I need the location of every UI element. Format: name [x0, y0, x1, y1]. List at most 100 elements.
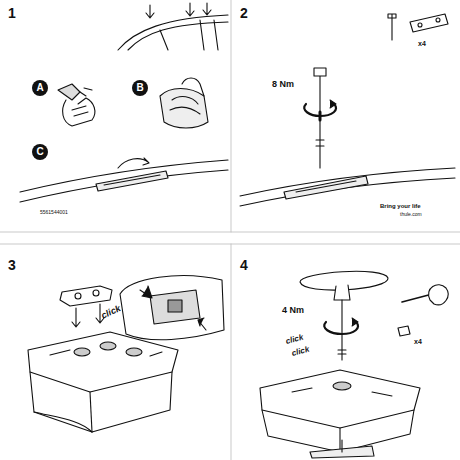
torque-bolt — [319, 72, 320, 168]
roof-rail — [240, 178, 455, 206]
car-roof — [186, 3, 194, 16]
car-roof — [203, 3, 211, 15]
car-roof — [160, 20, 218, 50]
t-knob — [352, 318, 358, 326]
roof-rail — [240, 168, 455, 206]
hand-spray — [58, 84, 95, 126]
t-knob — [334, 285, 350, 300]
torque-bolt — [319, 112, 322, 120]
detail-inset — [120, 276, 224, 340]
torque-bolt — [304, 68, 336, 168]
panel-border — [231, 244, 232, 460]
hand-spray — [58, 84, 80, 100]
detail-inset — [120, 276, 224, 340]
hand-spray — [72, 106, 88, 116]
detail-inset — [150, 290, 200, 324]
step-number: 2 — [240, 6, 248, 20]
foot-base — [100, 342, 116, 350]
foot-base — [333, 382, 351, 390]
foot-pad — [60, 286, 112, 306]
t-knob — [341, 300, 342, 360]
step-number: 1 — [8, 6, 16, 20]
roof-rail — [20, 170, 228, 202]
step-number: 4 — [240, 258, 248, 272]
hand-cloth — [160, 89, 208, 129]
bolt-and-plate — [436, 18, 440, 22]
bolt-and-plate — [388, 14, 396, 40]
click-sound: click — [285, 334, 304, 346]
step-letter-badge: A — [32, 80, 48, 96]
roof-rail — [296, 181, 356, 192]
foot-pad — [75, 293, 81, 299]
foot-base — [260, 370, 420, 428]
roof-rail — [310, 440, 374, 458]
detail-inset — [198, 318, 206, 330]
torque-value: 4 Nm — [282, 306, 304, 315]
hand-cloth — [170, 97, 200, 114]
car-roof — [118, 15, 228, 50]
quantity: x4 — [414, 338, 422, 345]
foot-base — [28, 332, 178, 392]
tool-and-nut — [398, 326, 410, 336]
bolt-and-plate — [410, 14, 448, 32]
part-number: 5561544001 — [40, 210, 68, 215]
bolt-and-plate — [418, 23, 422, 27]
panel-border — [0, 244, 460, 245]
panel-border — [231, 0, 232, 232]
foot-base — [34, 412, 92, 432]
car-roof — [128, 22, 228, 50]
car-roof — [146, 5, 154, 18]
foot-base — [126, 348, 142, 356]
panel-border — [0, 232, 460, 233]
foot-base — [292, 388, 392, 396]
website: thule.com — [400, 212, 422, 217]
foot-base — [30, 372, 172, 432]
foot-base — [339, 428, 340, 452]
roof-rail — [20, 158, 228, 202]
foot-base — [74, 348, 90, 356]
foot-base — [90, 392, 92, 432]
hand-cloth — [182, 78, 204, 96]
roof-rail — [240, 168, 455, 196]
step-number: 3 — [8, 258, 16, 272]
tool-and-nut — [398, 285, 448, 336]
hand-spray — [80, 88, 92, 96]
t-knob — [338, 350, 346, 354]
roof-rail — [96, 171, 168, 191]
car-roof — [118, 3, 228, 50]
torque-value: 8 Nm — [272, 80, 294, 89]
torque-bolt — [314, 68, 326, 76]
click-sound: click — [291, 346, 310, 358]
bolt-and-plate — [388, 14, 448, 40]
foot-base — [28, 332, 178, 432]
roof-rail — [104, 175, 160, 185]
quantity: x4 — [418, 40, 426, 47]
tool-and-nut — [429, 285, 449, 305]
foot-base — [260, 370, 420, 452]
foot-pad — [72, 308, 80, 327]
t-knob — [300, 271, 388, 360]
step-letter-badge: C — [32, 144, 48, 160]
torque-bolt — [330, 100, 336, 108]
foot-base — [262, 410, 414, 452]
detail-inset — [140, 286, 152, 298]
step-letter: C — [36, 147, 43, 157]
step-letter: A — [36, 83, 43, 93]
click-sound: click — [100, 304, 122, 321]
roof-rail — [20, 160, 228, 192]
torque-bolt — [316, 140, 324, 146]
hand-spray — [63, 98, 95, 126]
detail-inset — [168, 300, 182, 312]
slogan: Bring your life — [380, 203, 421, 209]
hand-cloth — [160, 78, 208, 128]
step-letter-badge: B — [132, 80, 148, 96]
roof-rail — [118, 158, 149, 168]
step-letter: B — [136, 83, 143, 93]
foot-pad — [60, 286, 112, 327]
foot-pad — [93, 290, 99, 296]
roof-rail — [341, 440, 342, 452]
roof-rail — [284, 176, 368, 199]
foot-base — [50, 350, 162, 356]
